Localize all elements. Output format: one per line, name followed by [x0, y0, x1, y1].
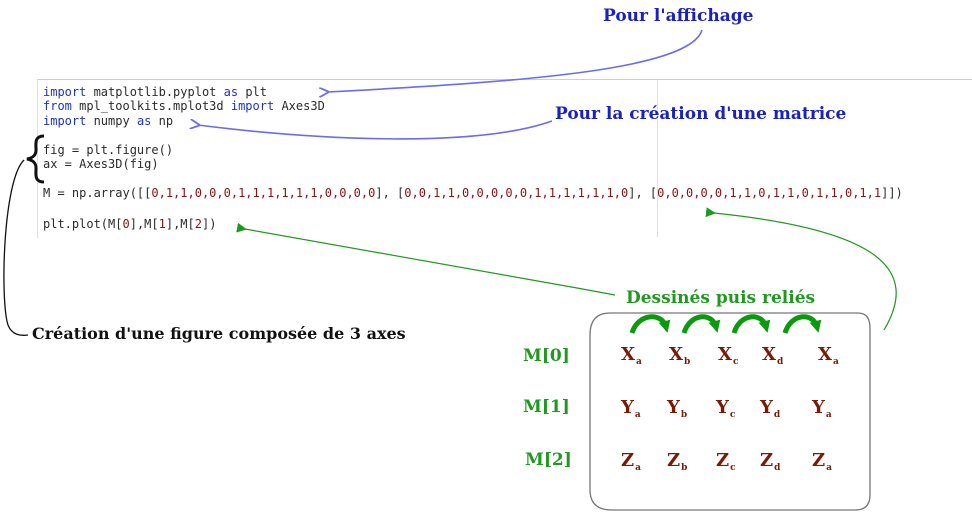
cell-y-d: Yd — [760, 397, 781, 420]
cell-z-b: Zb — [667, 450, 688, 473]
row-label-m2: M[2] — [525, 450, 572, 470]
curl-arrow-2 — [681, 314, 721, 334]
curl-arrow-4 — [782, 314, 822, 334]
annotation-drawn-linked: Dessinés puis reliés — [626, 288, 816, 308]
editor-margin-line — [657, 80, 658, 237]
cell-y-b: Yb — [667, 397, 688, 420]
code-line-matrix: M = np.array([[0,1,1,0,0,0,1,1,1,1,1,1,0… — [43, 186, 903, 200]
code-line-import-numpy: import numpy as np — [43, 114, 174, 128]
arrow-display — [327, 29, 703, 92]
curly-brace — [26, 134, 45, 184]
cell-y-c: Yc — [716, 397, 736, 420]
annotation-figure: Création d'une figure composée de 3 axes — [32, 324, 406, 343]
annotation-display: Pour l'affichage — [603, 6, 754, 26]
cell-z-c: Zc — [716, 450, 736, 473]
cell-z-a-end: Za — [812, 450, 832, 473]
cell-x-b: Xb — [669, 344, 691, 367]
cell-z-d: Zd — [760, 450, 781, 473]
code-editor[interactable] — [37, 79, 972, 238]
curl-arrow-3 — [731, 314, 771, 334]
arrow-array — [705, 207, 897, 331]
curl-arrow-1 — [629, 314, 671, 334]
code-line-figure: fig = plt.figure() — [43, 143, 174, 157]
row-label-m0: M[0] — [523, 346, 570, 366]
code-line-import-axes3d: from mpl_toolkits.mplot3d import Axes3D — [43, 99, 325, 113]
arrow-matrix — [198, 121, 553, 140]
figure-bracket — [3, 159, 29, 336]
cell-z-a: Za — [621, 450, 641, 473]
cell-x-a: Xa — [621, 344, 642, 367]
cell-x-a-end: Xa — [818, 344, 839, 367]
arrow-plot — [236, 222, 616, 296]
matrix-box — [589, 312, 871, 511]
code-line-axes3d: ax = Axes3D(fig) — [43, 157, 159, 171]
cell-y-a: Ya — [621, 397, 641, 420]
cell-x-c: Xc — [718, 344, 739, 367]
code-line-plot: plt.plot(M[0],M[1],M[2]) — [43, 217, 217, 231]
cell-y-a-end: Ya — [812, 397, 832, 420]
code-line-import-matplotlib: import matplotlib.pyplot as plt — [43, 85, 267, 99]
row-label-m1: M[1] — [523, 397, 570, 417]
cell-x-d: Xd — [762, 344, 784, 367]
annotation-matrix: Pour la création d'une matrice — [555, 104, 847, 124]
